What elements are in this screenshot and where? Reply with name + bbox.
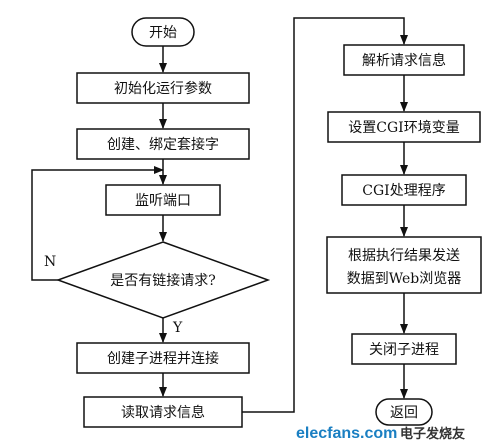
start-label: 开始: [149, 25, 177, 41]
send-result-line2: 数据到Web浏览器: [347, 271, 462, 287]
read-request-label: 读取请求信息: [121, 404, 205, 421]
yes-label: Y: [172, 320, 183, 336]
close-child-box: [351, 333, 457, 365]
return-terminal: [375, 398, 433, 426]
init-label: 初始化运行参数: [114, 80, 212, 97]
column-connector: [242, 17, 408, 413]
watermark-site: elecfans.com: [296, 425, 397, 442]
return-label: 返回: [390, 405, 418, 421]
send-result-line1: 根据执行结果发送: [348, 248, 460, 264]
cgi-process-label: CGI处理程序: [362, 183, 445, 199]
create-bind-label: 创建、绑定套接字: [107, 136, 219, 153]
watermark: elecfans.com 电子发烧友: [296, 425, 465, 442]
close-child-label: 关闭子进程: [369, 342, 439, 358]
cgi-process-box: [341, 174, 467, 206]
create-child-label: 创建子进程并连接: [107, 350, 219, 367]
watermark-cn: 电子发烧友: [400, 426, 465, 441]
no-branch-loop: [31, 166, 164, 281]
decision-label: 是否有链接请求?: [110, 272, 216, 289]
listen-label: 监听端口: [135, 193, 191, 209]
parse-request-box: [343, 44, 465, 76]
send-result-box: [326, 236, 482, 294]
parse-request-label: 解析请求信息: [362, 52, 446, 69]
init-box: [76, 72, 250, 104]
set-cgi-env-label: 设置CGI环境变量: [348, 120, 459, 136]
no-label: N: [44, 254, 56, 270]
listen-box: [105, 184, 221, 216]
